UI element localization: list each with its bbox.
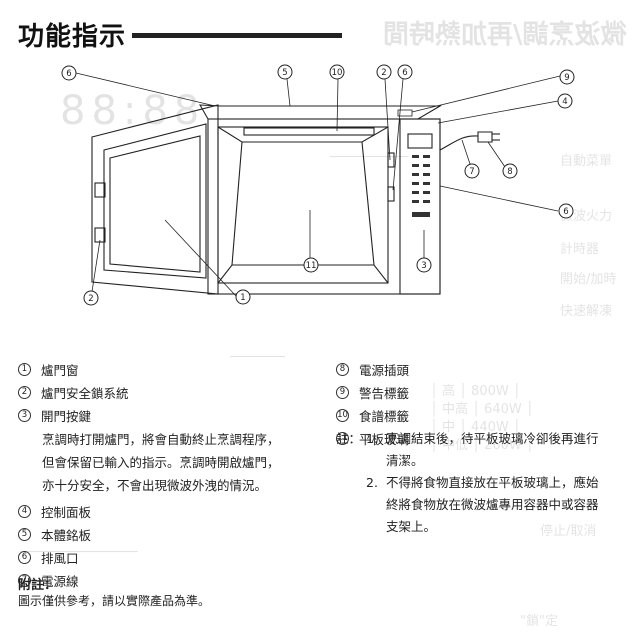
- page-title: 功能指示: [18, 22, 127, 52]
- part-description-line: 烹調時打開爐門，將會自動終止烹調程序，: [42, 432, 280, 447]
- part-number: 6: [18, 551, 31, 564]
- callout-7: 7: [469, 167, 474, 177]
- callout-6b: 6: [402, 68, 407, 78]
- part-item: 1 爐門窗: [18, 359, 280, 382]
- parts-list-right: 8 電源插頭 9 警告標籤 10 食譜標籤 11 平板玻璃: [336, 359, 409, 451]
- keypad-buttons: [412, 155, 430, 217]
- note-number: 2.: [366, 475, 378, 490]
- callout-2a: 2: [381, 68, 386, 78]
- note-line: 烹調結束後，待平板玻璃冷卻後再進行: [386, 431, 599, 446]
- callout-3: 3: [421, 261, 426, 271]
- callout-6a: 6: [66, 69, 71, 79]
- part-label: 開門按鍵: [41, 409, 92, 424]
- note-line: 支架上。: [386, 519, 437, 534]
- part-number: 11: [336, 432, 349, 445]
- parts-list-left: 1 爐門窗 2 爐門安全鎖系統 3 開門按鍵 烹調時打開爐門，將會自動終止烹調程…: [18, 359, 280, 593]
- note-number: 1.: [366, 431, 378, 446]
- part-description-line: 亦十分安全，不會出現微波外洩的情況。: [42, 478, 268, 493]
- part-item: 8 電源插頭: [336, 359, 409, 382]
- callout-6c: 6: [563, 207, 568, 217]
- part-number: 10: [336, 409, 349, 422]
- part-item: 5 本體銘板: [18, 524, 280, 547]
- oven-body: [207, 118, 441, 295]
- part-label: 警告標籤: [359, 386, 410, 401]
- display-window: [407, 133, 433, 149]
- part-label: 電源線: [41, 574, 79, 589]
- part-label: 本體銘板: [41, 528, 92, 543]
- part-item: 7 電源線: [18, 570, 280, 593]
- part-item: 3 開門按鍵: [18, 405, 280, 428]
- part-item: 2 爐門安全鎖系統: [18, 382, 280, 405]
- control-panel-outline: [399, 118, 441, 295]
- part-number: 3: [18, 409, 31, 422]
- part-number: 5: [18, 528, 31, 541]
- callout-5: 5: [282, 68, 287, 78]
- part-item: 9 警告標籤: [336, 382, 409, 405]
- callout-8: 8: [507, 167, 512, 177]
- part-number: 9: [336, 386, 349, 399]
- oven-door: [91, 104, 219, 295]
- warning-label-mark: [397, 109, 413, 117]
- title-rule: [132, 33, 342, 38]
- note-line: 終將食物放在微波爐專用容器中或容器: [386, 497, 599, 512]
- part-label: 爐門安全鎖系統: [41, 386, 129, 401]
- note-line: 不得將食物直接放在平板玻璃上，應始: [386, 475, 599, 490]
- part-label: 平板玻璃: [359, 432, 410, 447]
- appendix-title: 附註：: [18, 578, 58, 593]
- callout-2b: 2: [88, 294, 93, 304]
- callout-1: 1: [240, 293, 245, 303]
- part-number: 4: [18, 505, 31, 518]
- callout-4: 4: [562, 97, 567, 107]
- part-item: 11 平板玻璃: [336, 428, 409, 451]
- appendix-text: 圖示僅供參考，請以實際產品為準。: [18, 594, 211, 608]
- callout-9: 9: [564, 73, 569, 83]
- part-description-line: 但會保留已輸入的指示。烹調時開啟爐門，: [42, 455, 280, 470]
- part-item: 10 食譜標籤: [336, 405, 409, 428]
- part-item: 6 排風口: [18, 547, 280, 570]
- part-number: 8: [336, 363, 349, 376]
- notes-header: 註：: [336, 431, 362, 446]
- part-item: 4 控制面板: [18, 501, 280, 524]
- part-number: 2: [18, 386, 31, 399]
- part-label: 控制面板: [41, 505, 92, 520]
- leader-lines: [75, 72, 561, 299]
- part-label: 食譜標籤: [359, 409, 410, 424]
- part-label: 爐門窗: [41, 363, 79, 378]
- microwave-diagram: 6 5 10 2 6 9 4 7 8 6 3 11 1 2: [61, 64, 575, 306]
- power-plug: [477, 131, 493, 143]
- part-label: 電源插頭: [359, 363, 410, 378]
- part-label: 排風口: [41, 551, 79, 566]
- part-number: 1: [18, 363, 31, 376]
- note-line: 清潔。: [386, 453, 424, 468]
- door-window: [109, 135, 201, 273]
- power-cord: [439, 135, 479, 151]
- oven-top: [199, 104, 443, 120]
- callout-10: 10: [332, 68, 343, 78]
- callout-11: 11: [306, 261, 317, 271]
- part-number: 7: [18, 574, 31, 587]
